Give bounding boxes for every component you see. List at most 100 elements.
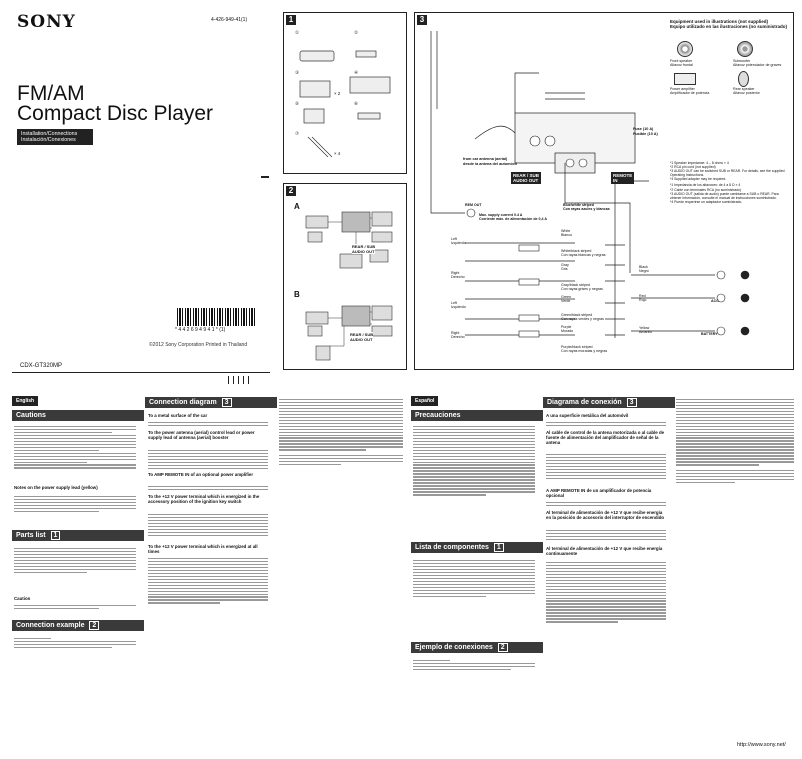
remote-in-label: REMOTE IN	[611, 172, 635, 184]
model-number: CDX-GT320MP	[20, 363, 63, 369]
precauciones-heading: Precauciones	[411, 410, 543, 421]
rem-out-label: REM OUT	[465, 203, 482, 207]
caution-title: Caution	[14, 596, 31, 601]
connection-diagram-heading: Connection diagram 3	[145, 397, 277, 408]
panel-1-number: 1	[286, 15, 296, 25]
rear-sub-out-label-b: REAR / SUB AUDIO OUT	[350, 332, 374, 342]
part-marker-7: ⑦	[295, 131, 299, 136]
wire-purple-black: Purple/black striped Con rayas moradas y…	[561, 345, 608, 354]
diagrama-item-3-text	[546, 500, 666, 508]
diagram-note: *4 Puede requerirse un adaptador suminis…	[670, 199, 743, 204]
example-b-label: B	[294, 290, 300, 299]
diagram-item-1-text	[148, 420, 268, 428]
caution-text	[14, 603, 136, 611]
power-supply-note-text	[14, 494, 136, 514]
diagrama-ref: 3	[626, 398, 637, 407]
diagram-item-2-text	[148, 448, 268, 471]
connection-example-text	[14, 636, 136, 650]
barcode-number: * 4 4 2 6 9 4 9 4 1 * (1)	[175, 327, 226, 333]
part-marker-5: ⑤	[295, 101, 299, 106]
fuse-label: Fuse (10 A) Fusible (10 A)	[633, 127, 658, 136]
example-diagrams	[305, 211, 393, 361]
sony-logo: SONY	[17, 12, 76, 32]
wire-red: Red Rojo	[639, 294, 647, 303]
diagrama-item-5-text	[546, 560, 666, 624]
precauciones-text	[413, 424, 535, 497]
wire-black: Black Negro	[639, 265, 649, 274]
website-link[interactable]: http://www.sony.net/	[737, 742, 786, 748]
spanish-tag: Español	[411, 396, 439, 406]
power-amp-label: Power amplifier Amplificador de potencia	[670, 87, 710, 96]
connection-example-heading: Connection example 2	[12, 620, 144, 631]
copyright: ©2012 Sony Corporation Printed in Thaila…	[149, 342, 248, 348]
panel-1: 1 ① ② ③ ④ ⑤ ⑥ ⑦ × 2 × 4	[283, 12, 407, 174]
diagram-note: *3 AUDIO OUT can be switched SUB or REAR…	[670, 169, 785, 178]
diagram-item-5-text	[148, 556, 268, 605]
connection-diagram-title: Connection diagram	[149, 399, 217, 406]
equipment-title-es: Equipo utilizado en las ilustraciones (n…	[670, 24, 788, 30]
rear-speaker-label: Rear speaker Altavoz posterior	[733, 87, 760, 96]
speaker-notes-text	[279, 397, 403, 467]
panel-2-number: 2	[286, 186, 296, 196]
barcode	[177, 308, 255, 326]
diagrama-item-4: Al terminal de alimentación de +12 V que…	[546, 510, 665, 521]
notas-text	[676, 397, 794, 485]
diagrama-item-5: Al terminal de alimentación de +12 V que…	[546, 546, 663, 557]
connection-example-ref: 2	[89, 621, 100, 630]
product-title-line2: Compact Disc Player	[17, 102, 214, 125]
diagram-item-5: To the +12 V power terminal which is ene…	[148, 544, 258, 555]
part-marker-6: ⑥	[354, 101, 358, 106]
diagram-note: *4 Supplied adapter may be required.	[670, 177, 727, 182]
diagrama-item-3: A AMP REMOTE IN de un amplificador de po…	[546, 488, 652, 499]
cautions-heading: Cautions	[12, 410, 144, 421]
diagrama-title: Diagrama de conexión	[547, 399, 622, 406]
right-front-label: Right Derecho	[451, 271, 465, 280]
wire-gray-black: Gray/black striped Con rayas grises y ne…	[561, 283, 603, 292]
subwoofer-label: Subwoofer Altavoz potenciador de graves	[733, 59, 782, 68]
diagram-note: *1 Speaker impedance: 4 – 8 ohms × 4	[670, 161, 729, 165]
wire-gray: Gray Gris	[561, 263, 569, 272]
english-tag: English	[12, 396, 39, 406]
diagrama-item-1: A una superficie metálica del automóvil	[546, 413, 629, 418]
battery-label: BATTERY	[701, 332, 718, 336]
fold-mark	[261, 176, 269, 178]
parts-list-ref: 1	[50, 531, 61, 540]
part-marker-3: ③	[295, 70, 299, 75]
count-x4: × 4	[334, 151, 341, 156]
lista-heading: Lista de componentes 1	[411, 542, 543, 553]
ejemplo-title: Ejemplo de conexiones	[415, 644, 493, 651]
parts-list-text	[14, 546, 136, 575]
diagram-note: *2 Cable con terminales RCA (no suminist…	[670, 187, 742, 192]
installation-label-en: Installation/Connections	[21, 131, 78, 137]
example-a-label: A	[294, 202, 300, 211]
max-supply-label: Max. supply current 0.4 A Corriente máx.…	[479, 213, 547, 222]
connection-diagram-ref: 3	[221, 398, 232, 407]
part-marker-1: ①	[295, 30, 299, 35]
power-amp-icon	[674, 73, 696, 85]
left-front-label: Left Izquierdo	[451, 237, 466, 246]
lista-title: Lista de componentes	[415, 544, 489, 551]
lista-ref: 1	[493, 543, 504, 552]
wiring-diagram	[430, 31, 750, 338]
ejemplo-heading: Ejemplo de conexiones 2	[411, 642, 543, 653]
diagram-note: *1 Impedancia de los altavoces: de 4 a 8…	[670, 183, 741, 188]
diagrama-heading: Diagrama de conexión 3	[543, 397, 675, 408]
wire-purple: Purple Morado	[561, 325, 574, 334]
parts-list-heading: Parts list 1	[12, 530, 144, 541]
part-marker-2: ②	[354, 30, 358, 35]
front-speaker-icon	[677, 41, 693, 57]
panel-3: 3 Equipment used in illustrations (not s…	[414, 12, 794, 370]
blue-white-label: Blue/white striped Con rayas azules y bl…	[563, 203, 610, 212]
part-number: 4-426-949-41(1)	[211, 17, 248, 23]
diagrama-item-2: Al cable de control de la antena motoriz…	[546, 430, 665, 446]
parts-illustrations	[299, 50, 391, 158]
cut-marks	[228, 376, 250, 384]
part-marker-4: ④	[354, 70, 358, 75]
lista-text	[413, 558, 535, 598]
installation-label-es: Instalación/Conexiones	[21, 137, 76, 143]
ejemplo-text	[413, 658, 535, 672]
cautions-text	[14, 424, 136, 470]
model-rule	[12, 372, 270, 373]
diagrama-item-4-text	[546, 528, 666, 542]
right-rear-label: Right Derecho	[451, 331, 465, 340]
